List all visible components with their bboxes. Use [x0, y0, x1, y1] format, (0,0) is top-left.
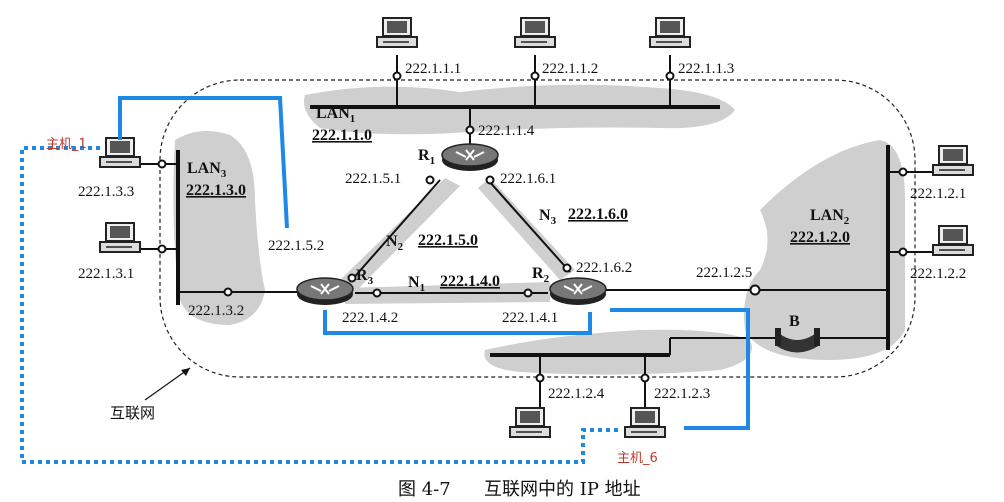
n3-label: N3 [539, 207, 557, 227]
host1-annotation: 主机_1 [46, 137, 87, 152]
lan1-network [310, 55, 720, 150]
lan1-label: LAN1 [316, 105, 355, 125]
internet-pointer [144, 367, 191, 401]
router-icon [549, 277, 607, 306]
pc-icon [932, 225, 974, 256]
ip-label: 222.1.2.2 [910, 266, 966, 282]
ip-label: 222.1.3.3 [78, 184, 134, 200]
router-icon [441, 143, 499, 172]
lan3-network [140, 150, 300, 305]
pc-icon [99, 222, 141, 253]
n1-label: N1 [408, 274, 425, 294]
pc-icon [932, 145, 974, 176]
ip-label: 222.1.4.1 [502, 310, 558, 326]
pc-icon [649, 17, 691, 48]
lan2-label: LAN2 [810, 207, 850, 227]
lan3-shade [173, 131, 265, 325]
lan2-network [490, 145, 935, 410]
router-icon [296, 277, 354, 306]
router-links [347, 175, 572, 298]
pc-icon [99, 137, 141, 168]
ip-label: 222.1.1.4 [478, 123, 535, 139]
router1-label: R1 [418, 147, 435, 167]
lan2-address: 222.1.2.0 [790, 229, 850, 246]
pc-icon [376, 17, 418, 48]
lan3-label: LAN3 [187, 160, 227, 180]
pc-icon [509, 407, 551, 438]
ip-label: 222.1.1.2 [542, 61, 598, 77]
arrow-head-icon [181, 368, 190, 376]
router2-label: R2 [532, 265, 550, 285]
ip-label: 222.1.2.5 [696, 265, 752, 281]
ip-label: 222.1.2.3 [654, 386, 710, 402]
lan1-shade [304, 84, 735, 135]
n3-address: 222.1.6.0 [568, 206, 628, 223]
pc-icon [624, 407, 666, 438]
figure-number: 图 4-7 [398, 479, 451, 500]
n2-address: 222.1.5.0 [418, 232, 478, 249]
bridge-label: B [789, 313, 800, 330]
figure-title: 互联网中的 IP 地址 [484, 479, 641, 500]
packet-path [20, 96, 750, 464]
n2-label: N2 [386, 233, 404, 253]
ip-label: 222.1.5.1 [345, 171, 401, 187]
ip-label: 222.1.2.1 [910, 186, 966, 202]
ip-label: 222.1.1.3 [678, 61, 734, 77]
internet-boundary [159, 79, 916, 378]
ip-label: 222.1.6.1 [500, 171, 556, 187]
bridge-icon [775, 328, 820, 353]
ip-label: 222.1.2.4 [548, 386, 605, 402]
ip-label: 222.1.6.2 [576, 260, 632, 276]
host6-annotation: 主机_6 [617, 451, 658, 466]
lan2-shade [484, 140, 905, 375]
ip-label: 222.1.4.2 [342, 310, 398, 326]
ip-label: 222.1.3.2 [188, 303, 244, 319]
ip-label: 222.1.3.1 [78, 266, 134, 282]
lan1-address: 222.1.1.0 [312, 127, 372, 144]
pc-icon [514, 17, 556, 48]
internet-label: 互联网 [110, 404, 155, 422]
ip-label: 222.1.1.1 [405, 61, 461, 77]
ip-label: 222.1.5.2 [268, 238, 324, 254]
lan3-address: 222.1.3.0 [186, 182, 246, 199]
router3-label: R3 [356, 267, 374, 287]
n1-address: 222.1.4.0 [440, 273, 500, 290]
